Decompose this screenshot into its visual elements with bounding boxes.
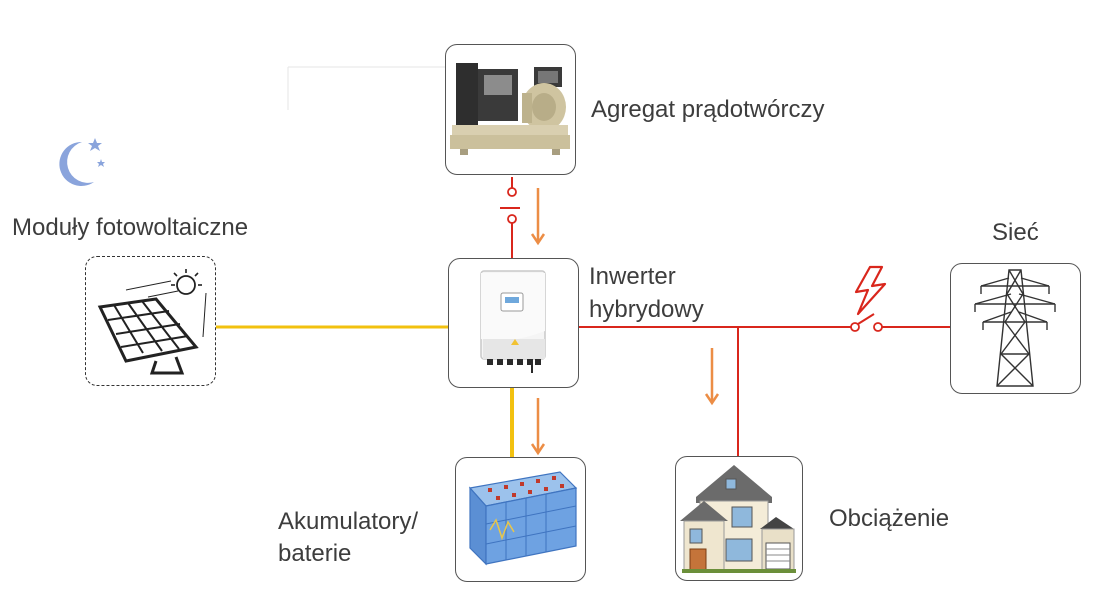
flow-arrow-battery	[530, 398, 546, 456]
hybrid-inverter-icon	[480, 270, 546, 373]
generator-icon	[450, 63, 570, 155]
pv-modules-label: Moduły fotowoltaiczne	[12, 214, 249, 241]
pv-modules-box	[85, 256, 216, 386]
flow-arrow-generator	[530, 188, 546, 246]
load-box	[675, 456, 803, 581]
moon-stars-icon	[59, 138, 105, 186]
grid-switch-icon	[850, 313, 883, 332]
inverter-label-line1: Inwerter	[589, 263, 676, 290]
load-label: Obciążenie	[829, 505, 950, 532]
battery-label-line2: baterie	[278, 540, 352, 567]
battery-label-line1: Akumulatory/	[278, 508, 419, 535]
generator-label: Agregat prądotwórczy	[591, 96, 825, 123]
flow-arrow-load	[704, 348, 720, 406]
battery-box	[455, 457, 586, 582]
grid-box	[950, 263, 1081, 394]
inverter-label-line2: hybrydowy	[589, 296, 704, 323]
lightning-icon	[854, 265, 887, 316]
house-icon	[680, 465, 796, 573]
grid-label: Sieć	[992, 219, 1039, 246]
transmission-tower-icon	[974, 269, 1056, 387]
generator-switch-icon	[500, 187, 520, 224]
battery-pack-icon	[468, 471, 578, 566]
inverter-box	[448, 258, 579, 388]
solar-panel-icon	[97, 269, 207, 375]
generator-box	[445, 44, 576, 175]
